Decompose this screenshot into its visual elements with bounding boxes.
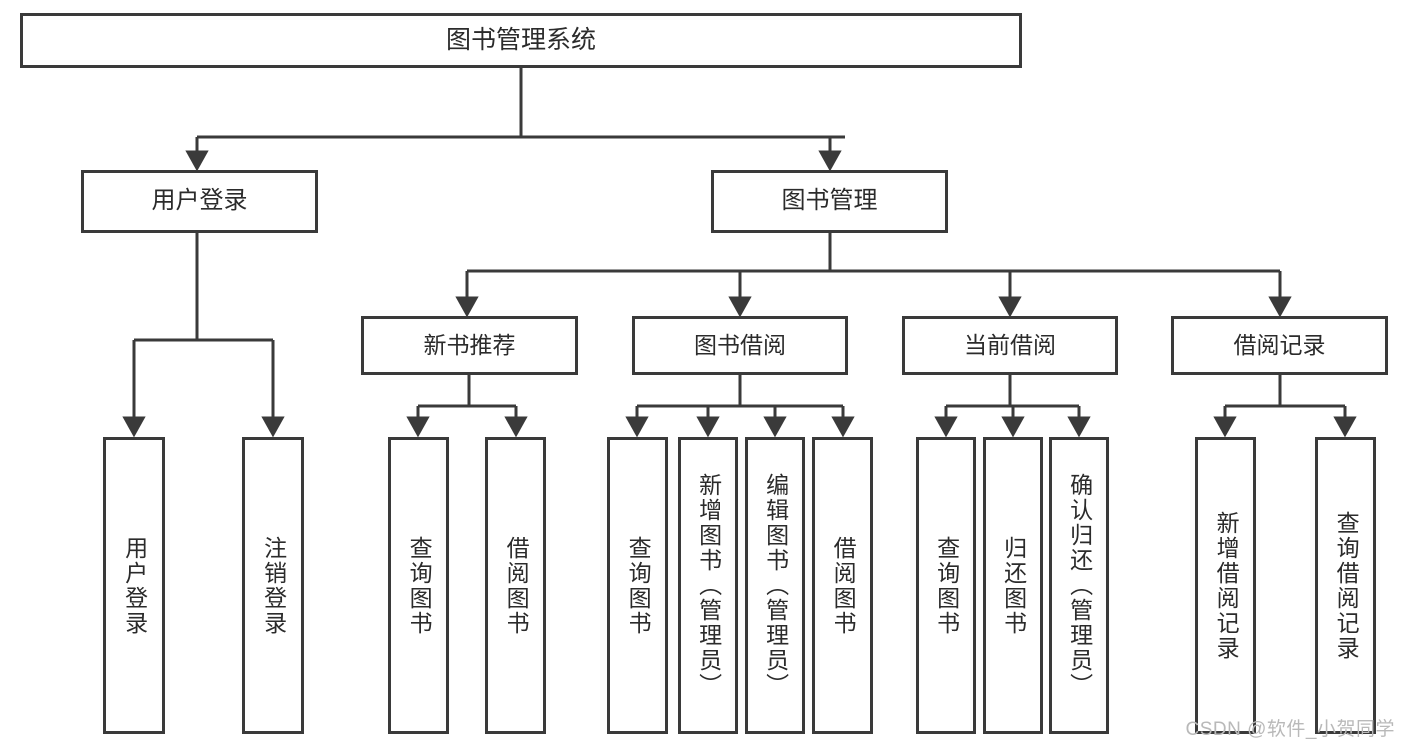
node-leaf-logout-label: 注销登录 (260, 535, 287, 636)
node-leaf-user-login-label: 用户登录 (121, 535, 148, 636)
node-leaf-edit-book[interactable]: 编辑图书（管理员） (745, 437, 805, 734)
node-leaf-add-record[interactable]: 新增借阅记录 (1195, 437, 1256, 734)
node-borrow-record[interactable]: 借阅记录 (1171, 316, 1388, 375)
node-current-borrow[interactable]: 当前借阅 (902, 316, 1118, 375)
node-leaf-borrow-book-1-label: 借阅图书 (503, 535, 530, 636)
watermark-text: CSDN @软件_小贺同学 (1185, 719, 1395, 740)
node-root-label: 图书管理系统 (445, 25, 596, 54)
node-leaf-query-book-2[interactable]: 查询图书 (607, 437, 668, 734)
node-leaf-add-book[interactable]: 新增图书（管理员） (678, 437, 738, 734)
node-book-borrow[interactable]: 图书借阅 (632, 316, 848, 375)
node-user-login[interactable]: 用户登录 (81, 170, 318, 233)
node-leaf-edit-book-label: 编辑图书（管理员） (762, 473, 789, 698)
node-leaf-user-login[interactable]: 用户登录 (103, 437, 165, 734)
node-user-login-label: 用户登录 (151, 187, 248, 215)
node-new-book-rec-label: 新书推荐 (423, 331, 516, 358)
node-leaf-confirm-return[interactable]: 确认归还（管理员） (1049, 437, 1109, 734)
node-leaf-add-book-label: 新增图书（管理员） (695, 473, 722, 698)
node-book-manage[interactable]: 图书管理 (711, 170, 948, 233)
node-leaf-query-book-3[interactable]: 查询图书 (916, 437, 976, 734)
node-new-book-rec[interactable]: 新书推荐 (361, 316, 578, 375)
node-borrow-record-label: 借阅记录 (1233, 331, 1326, 358)
node-leaf-logout[interactable]: 注销登录 (242, 437, 304, 734)
node-leaf-query-record-label: 查询借阅记录 (1333, 510, 1360, 661)
node-leaf-return-book-label: 归还图书 (1000, 535, 1027, 636)
node-book-manage-label: 图书管理 (781, 187, 878, 215)
node-leaf-query-book-3-label: 查询图书 (933, 535, 960, 636)
node-current-borrow-label: 当前借阅 (964, 331, 1056, 358)
node-leaf-query-book-1-label: 查询图书 (406, 535, 433, 636)
node-leaf-query-record[interactable]: 查询借阅记录 (1315, 437, 1376, 734)
node-leaf-confirm-return-label: 确认归还（管理员） (1066, 473, 1093, 698)
node-leaf-query-book-2-label: 查询图书 (625, 535, 652, 636)
node-book-borrow-label: 图书借阅 (694, 331, 786, 358)
node-leaf-add-record-label: 新增借阅记录 (1213, 510, 1240, 661)
node-root[interactable]: 图书管理系统 (20, 13, 1022, 68)
node-leaf-query-book-1[interactable]: 查询图书 (388, 437, 449, 734)
node-leaf-borrow-book-1[interactable]: 借阅图书 (485, 437, 546, 734)
node-leaf-borrow-book-2[interactable]: 借阅图书 (812, 437, 873, 734)
node-leaf-return-book[interactable]: 归还图书 (983, 437, 1043, 734)
node-leaf-borrow-book-2-label: 借阅图书 (830, 535, 857, 636)
